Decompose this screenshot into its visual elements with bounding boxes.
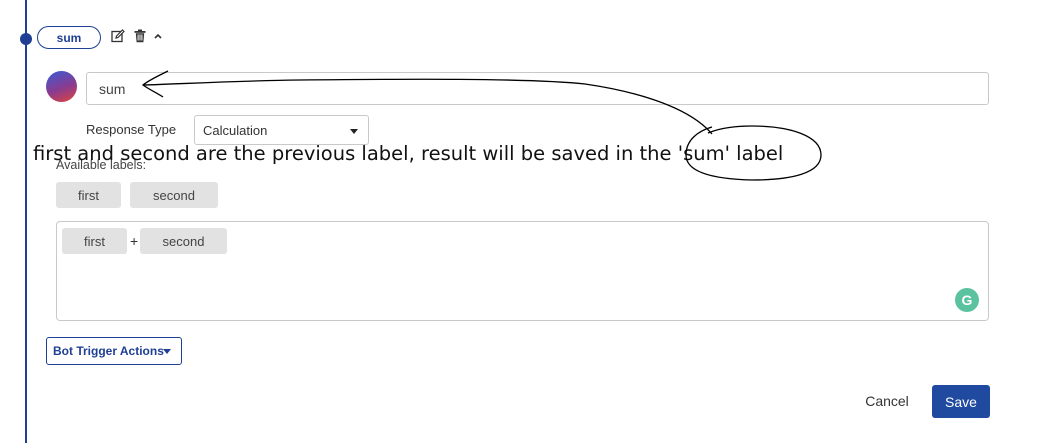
caret-down-icon: [350, 129, 358, 134]
response-type-label: Response Type: [86, 122, 177, 137]
annotation-text: first and second are the previous label,…: [33, 142, 784, 165]
response-type-select[interactable]: Calculation: [194, 115, 369, 145]
label-pill[interactable]: sum: [37, 26, 101, 49]
save-button[interactable]: Save: [932, 385, 990, 418]
available-label-chip-second[interactable]: second: [130, 182, 218, 208]
available-labels-title: Available labels:: [56, 158, 147, 172]
grammarly-icon[interactable]: G: [955, 288, 979, 312]
trash-icon[interactable]: [133, 29, 147, 43]
label-name-input[interactable]: [86, 72, 989, 105]
avatar: [46, 71, 77, 102]
bot-trigger-actions-button[interactable]: Bot Trigger Actions: [46, 337, 182, 365]
caret-down-icon: [163, 349, 171, 354]
chevron-up-icon[interactable]: [151, 29, 165, 43]
calculation-operator: +: [130, 233, 139, 249]
cancel-button[interactable]: Cancel: [865, 393, 909, 409]
response-type-selected: Calculation: [203, 122, 268, 138]
bot-trigger-actions-label: Bot Trigger Actions: [53, 344, 164, 358]
calculation-chip-second[interactable]: second: [140, 228, 227, 254]
edit-icon[interactable]: [111, 29, 125, 43]
calculation-chip-first[interactable]: first: [62, 228, 127, 254]
available-label-chip-first[interactable]: first: [56, 182, 121, 208]
timeline-dot: [20, 33, 32, 45]
timeline-line: [25, 0, 27, 443]
